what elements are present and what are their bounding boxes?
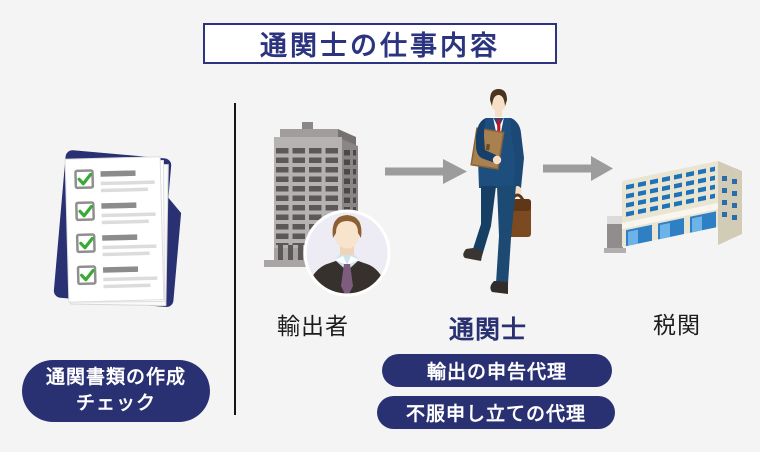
right-arrow-icon <box>385 159 467 184</box>
left-task-badge-line1: 通関書類の作成 <box>45 367 186 388</box>
checklist-folder-icon <box>34 134 190 326</box>
left-task-badge-line2: チェック <box>75 393 156 414</box>
businessman-avatar-icon <box>302 208 392 298</box>
duty-badge-export-declaration-text: 輸出の申告代理 <box>426 362 567 383</box>
left-task-badge: 通関書類の作成 チェック <box>22 360 210 422</box>
walking-businessman-icon <box>451 86 544 303</box>
section-divider <box>234 103 236 415</box>
flow-node-label-exporter: 輸出者 <box>277 313 349 339</box>
flow-node-label-customs: 税関 <box>653 312 701 338</box>
duty-badge-appeal-representation: 不服申し立ての代理 <box>377 396 615 429</box>
page-title: 通関士の仕事内容 <box>203 23 557 64</box>
duty-badge-export-declaration: 輸出の申告代理 <box>382 354 612 387</box>
duty-badge-appeal-representation-text: 不服申し立ての代理 <box>405 404 586 425</box>
right-arrow-icon <box>543 156 613 181</box>
flow-node-label-customs-broker: 通関士 <box>448 316 527 344</box>
page-title-text: 通関士の仕事内容 <box>260 31 500 61</box>
customs-office-building-icon <box>604 150 754 262</box>
